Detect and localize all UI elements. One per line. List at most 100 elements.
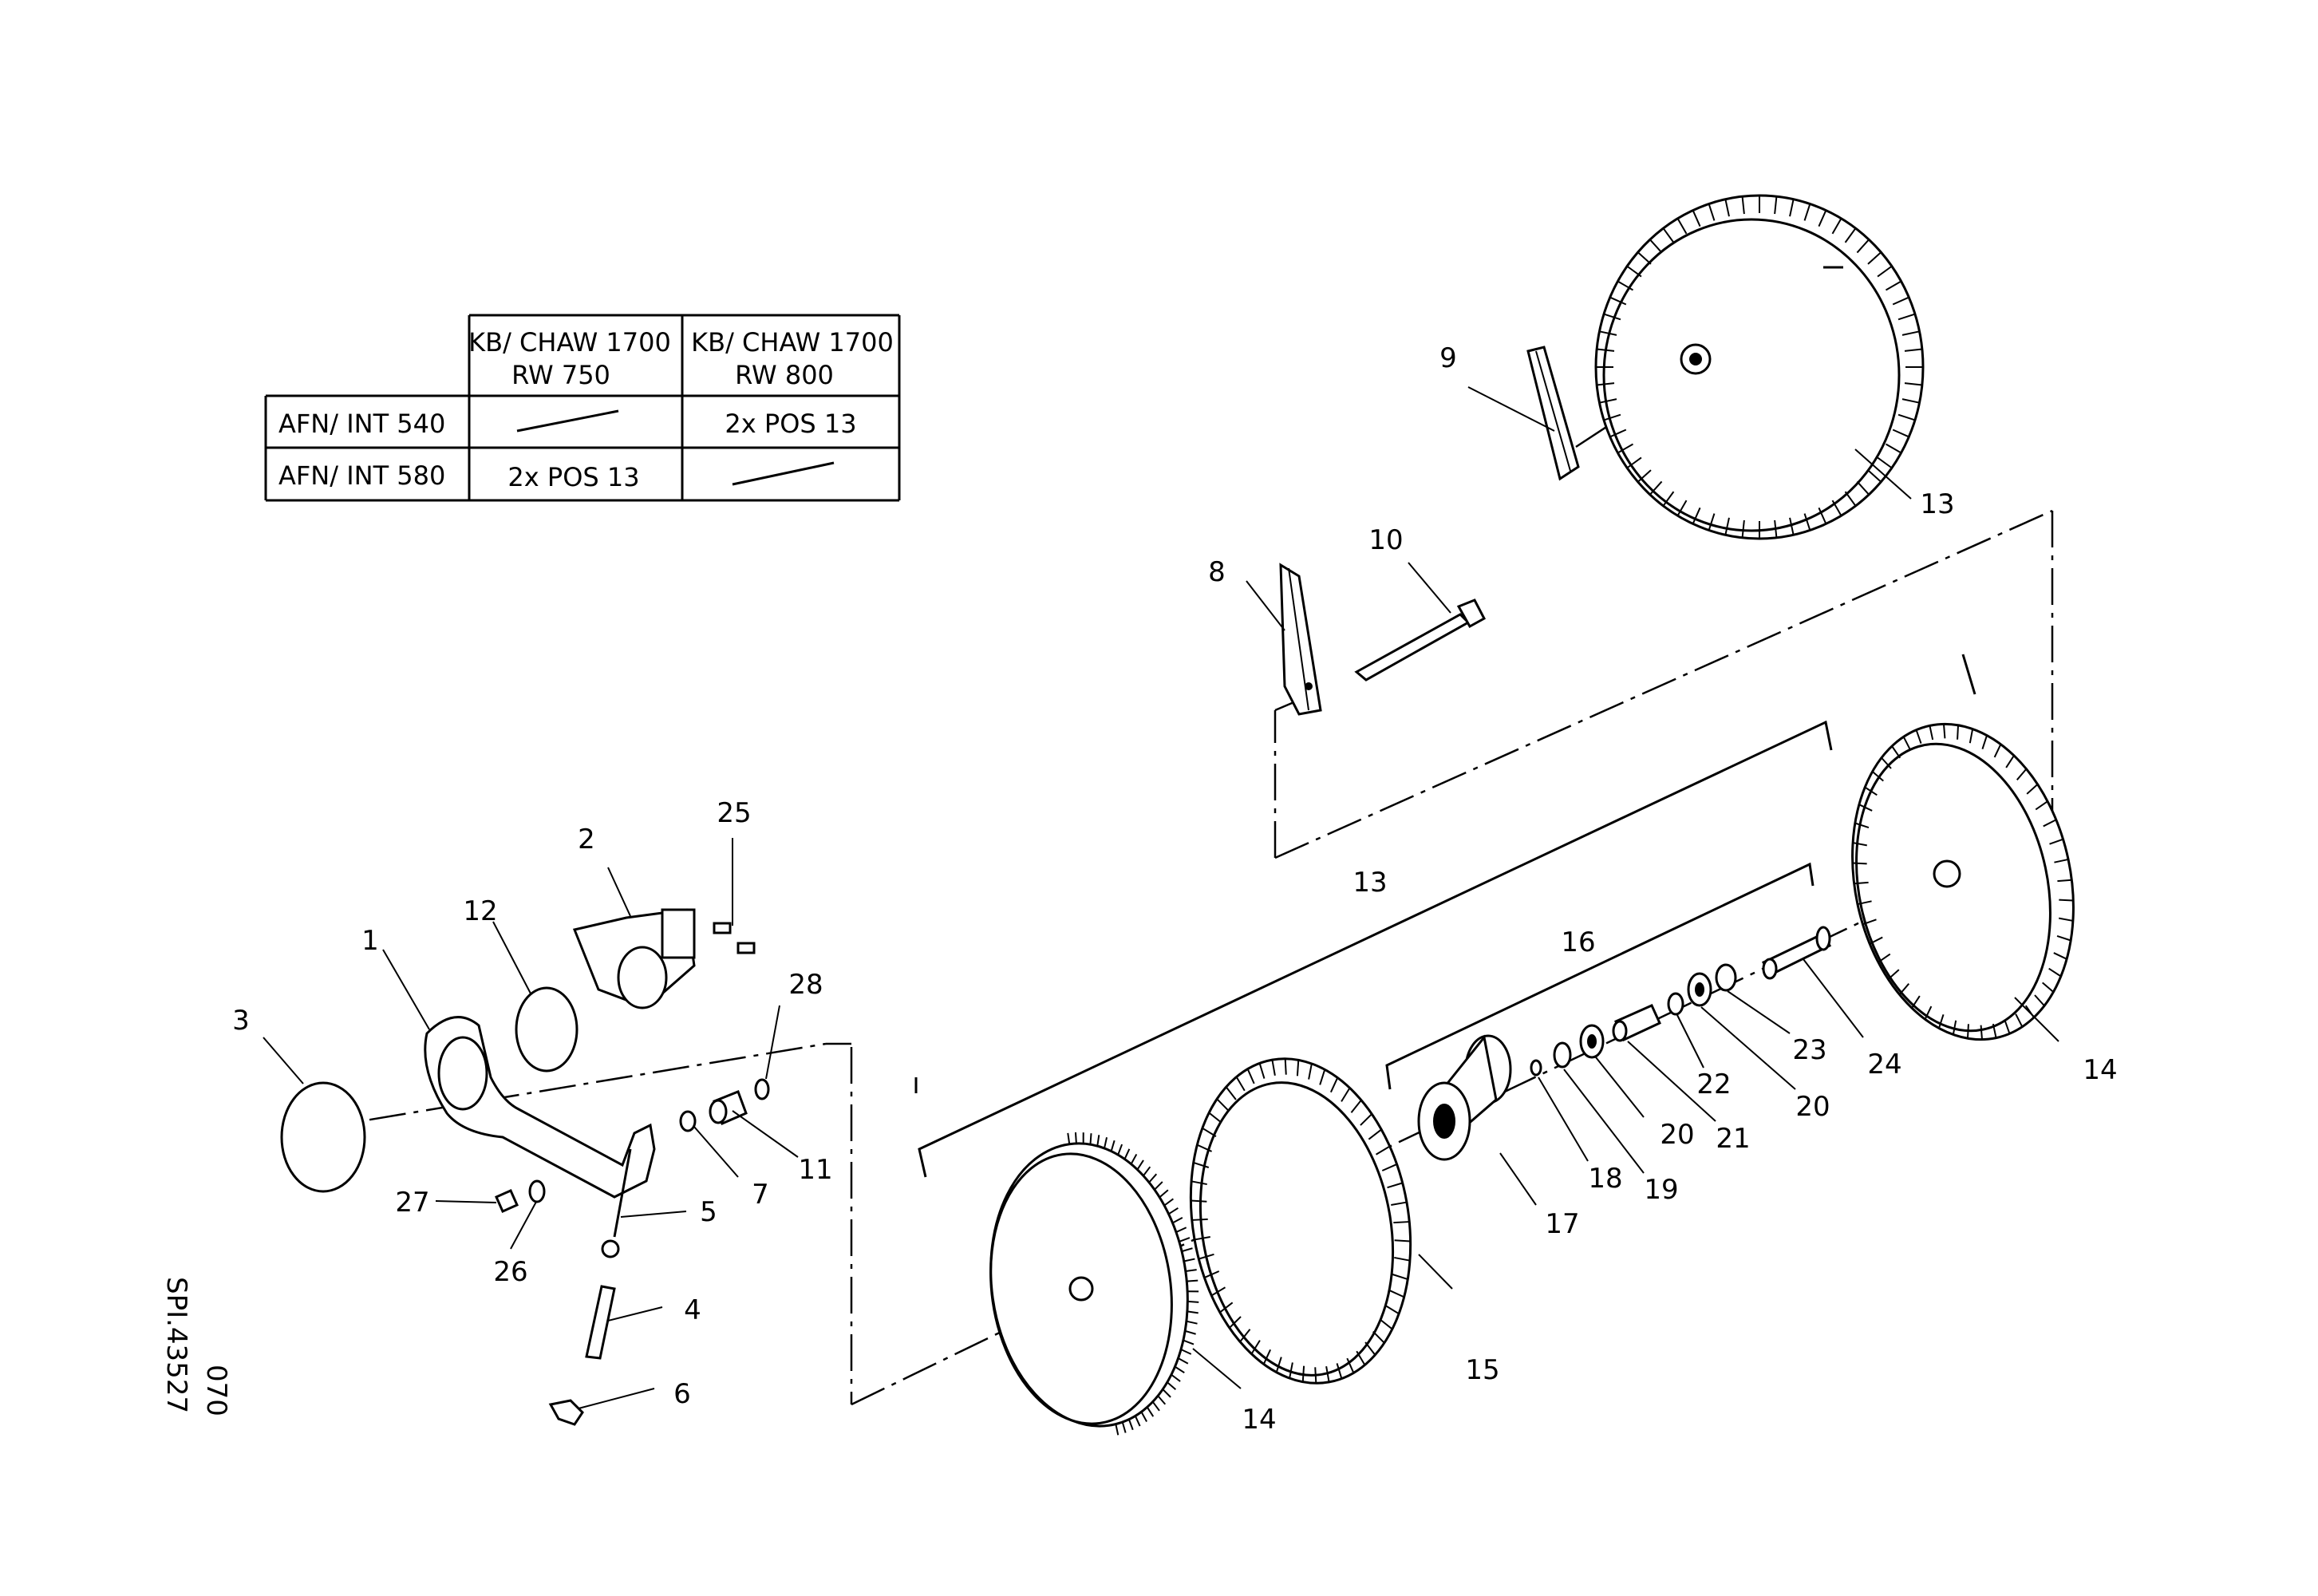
wheel-tooth <box>1350 1099 1362 1113</box>
wheel-tooth <box>1157 1395 1167 1405</box>
wheel-tooth <box>1171 1373 1181 1382</box>
wheel-tooth <box>1869 936 1883 945</box>
callout-6: 6 <box>673 1378 691 1410</box>
wheel-tooth <box>1104 1137 1108 1149</box>
part-1-arm <box>424 1016 656 1199</box>
group-brackets <box>914 654 1976 1178</box>
wheel-tooth <box>1210 1286 1226 1297</box>
wheel-tooth <box>1969 729 1974 744</box>
wheel-tooth <box>1229 1316 1242 1329</box>
wheel-tooth <box>1187 1279 1198 1282</box>
wheel-tooth <box>1892 429 1909 438</box>
wheel-tooth <box>1818 507 1827 524</box>
callout-5: 5 <box>700 1196 717 1228</box>
wheel-tooth <box>1774 196 1778 215</box>
wheel-tooth <box>1179 1237 1191 1242</box>
wheel-tooth <box>1184 1329 1196 1335</box>
callout-24: 24 <box>1867 1049 1901 1080</box>
wheel-tooth <box>1117 1144 1123 1156</box>
wheel-tooth <box>1603 413 1621 421</box>
wheel-tooth <box>2043 819 2057 828</box>
callout-11: 11 <box>798 1154 832 1186</box>
wheel-tooth <box>1662 227 1675 243</box>
wheel-tooth <box>1379 1318 1393 1330</box>
wheel-tooth <box>1649 239 1663 254</box>
wheel-tooth <box>1599 398 1617 404</box>
wheel-tooth <box>1258 1063 1266 1079</box>
wheel-tooth <box>1897 413 1916 421</box>
wheel-tooth <box>2049 838 2063 845</box>
wheel-tooth <box>1901 398 1920 404</box>
wheel-tooth <box>2059 917 2074 922</box>
part-3-disc <box>280 1081 366 1193</box>
callout-labels: 1 2 3 4 5 6 7 8 9 10 11 12 13 13 14 14 1… <box>232 342 2117 1436</box>
wheel-tooth <box>1308 1063 1313 1080</box>
callout-17: 17 <box>1545 1208 1579 1240</box>
wheel-tooth <box>1871 771 1884 782</box>
callout-9: 9 <box>1439 342 1457 374</box>
wheel-tooth <box>1394 1256 1411 1262</box>
wheel-tooth <box>1235 1077 1246 1092</box>
wheel-tooth <box>1178 1357 1189 1365</box>
wheel-tooth <box>1336 1363 1343 1379</box>
callout-20-right: 20 <box>1795 1091 1830 1123</box>
wheel-tooth <box>1877 456 1893 469</box>
drawing-code-line-2: SPI.43527 <box>160 1277 192 1413</box>
col-header-2-line-2: RW 800 <box>735 360 834 390</box>
wheel-tooth <box>1175 1227 1187 1233</box>
wheel-tooth <box>1089 1133 1092 1145</box>
wheel-tooth <box>1915 729 1922 745</box>
wheel-tooth <box>1115 1424 1120 1436</box>
wheel-tooth <box>1143 1166 1151 1176</box>
wheel-tooth <box>1208 1112 1222 1124</box>
wheel-tooth <box>1219 1302 1234 1314</box>
wheel-tooth <box>2057 879 2072 883</box>
col-header-1-line-1: KB/ CHAW 1700 <box>468 327 671 358</box>
wheel-tooth <box>1603 313 1621 321</box>
wheel-tooth <box>1943 724 1946 739</box>
wheel-tooth <box>1904 348 1922 352</box>
wheel-tooth <box>1626 265 1642 278</box>
callout-25: 25 <box>717 797 751 829</box>
wheel-tooth <box>1148 1173 1158 1183</box>
wheel-tooth <box>1609 296 1627 306</box>
wheel-tooth <box>1239 1329 1251 1343</box>
wheel-tooth <box>1364 1341 1376 1356</box>
wheel-tooth <box>1225 1086 1237 1100</box>
wheel-tooth <box>1181 1247 1193 1253</box>
right-wheel-disc <box>1851 722 2075 1041</box>
callout-21: 21 <box>1716 1123 1750 1155</box>
wheel-tooth <box>1724 517 1730 535</box>
wheel-tooth <box>1617 443 1634 454</box>
wheel-tooth <box>1741 519 1745 538</box>
wheel-tooth <box>1341 1087 1351 1102</box>
wheel-tooth <box>1831 218 1842 235</box>
wheel-tooth <box>2015 1013 2024 1028</box>
left-wheel-disc <box>989 1132 1199 1436</box>
wheel-tooth <box>1617 280 1634 291</box>
wheel-tooth <box>1191 1199 1207 1203</box>
wheel-tooth <box>1904 382 1922 386</box>
wheel-tooth <box>1194 1235 1210 1241</box>
hub-shaft-parts <box>1417 926 1832 1161</box>
wheel-tooth <box>1389 1290 1405 1298</box>
wheel-tooth <box>1216 1098 1229 1112</box>
wheel-tooth <box>1662 491 1675 507</box>
wheel-tooth <box>2042 982 2055 993</box>
wheel-tooth <box>1881 757 1892 769</box>
wheel-tooth <box>1844 227 1857 243</box>
row-label-2: AFN/ INT 580 <box>278 460 445 491</box>
callout-14-right: 14 <box>2083 1054 2117 1086</box>
wheel-tooth <box>1204 1270 1220 1278</box>
callout-13-main: 13 <box>1352 867 1387 899</box>
part-26-washer <box>528 1179 546 1203</box>
callout-28: 28 <box>788 969 823 1001</box>
wheel-tooth <box>1191 1180 1207 1186</box>
wheel-tooth <box>1885 443 1902 454</box>
part-6-clip <box>548 1399 584 1426</box>
leader-lines <box>263 386 2059 1409</box>
row-1-cell-2: 2x POS 13 <box>725 409 856 439</box>
wheel-tooth <box>1123 1148 1131 1159</box>
callout-8: 8 <box>1208 556 1226 588</box>
wheel-tooth <box>1887 969 1900 980</box>
